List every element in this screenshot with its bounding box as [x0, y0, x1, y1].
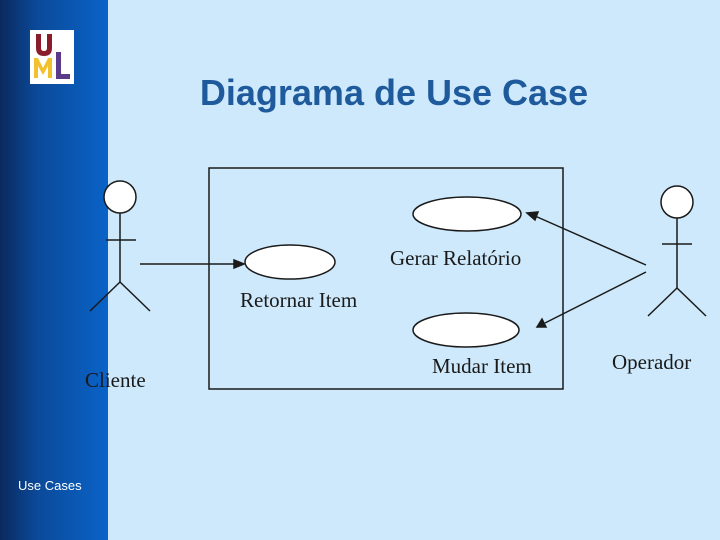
label-actor-operador: Operador [612, 350, 692, 374]
association-operador-mudar [544, 271, 647, 324]
label-gerar-relatorio: Gerar Relatório [390, 246, 522, 270]
use-case-mudar-item [412, 312, 520, 348]
association-operador-gerar [534, 215, 647, 266]
arrowhead-gerar [525, 211, 540, 222]
label-mudar-item: Mudar Item [432, 354, 532, 378]
label-actor-cliente: Cliente [85, 368, 146, 392]
label-retornar-item: Retornar Item [240, 288, 358, 312]
arrowhead-retornar [233, 258, 247, 270]
actor-cliente [89, 180, 151, 312]
sidebar-band [0, 0, 108, 540]
system-boundary [208, 167, 564, 390]
use-case-retornar-item [244, 244, 336, 280]
actor-operador [647, 185, 707, 317]
footer-label: Use Cases [18, 478, 82, 493]
uml-logo-icon [30, 30, 74, 84]
arrowhead-mudar [535, 317, 548, 328]
use-case-gerar-relatorio [412, 196, 522, 232]
slide-title: Diagrama de Use Case [199, 72, 589, 113]
